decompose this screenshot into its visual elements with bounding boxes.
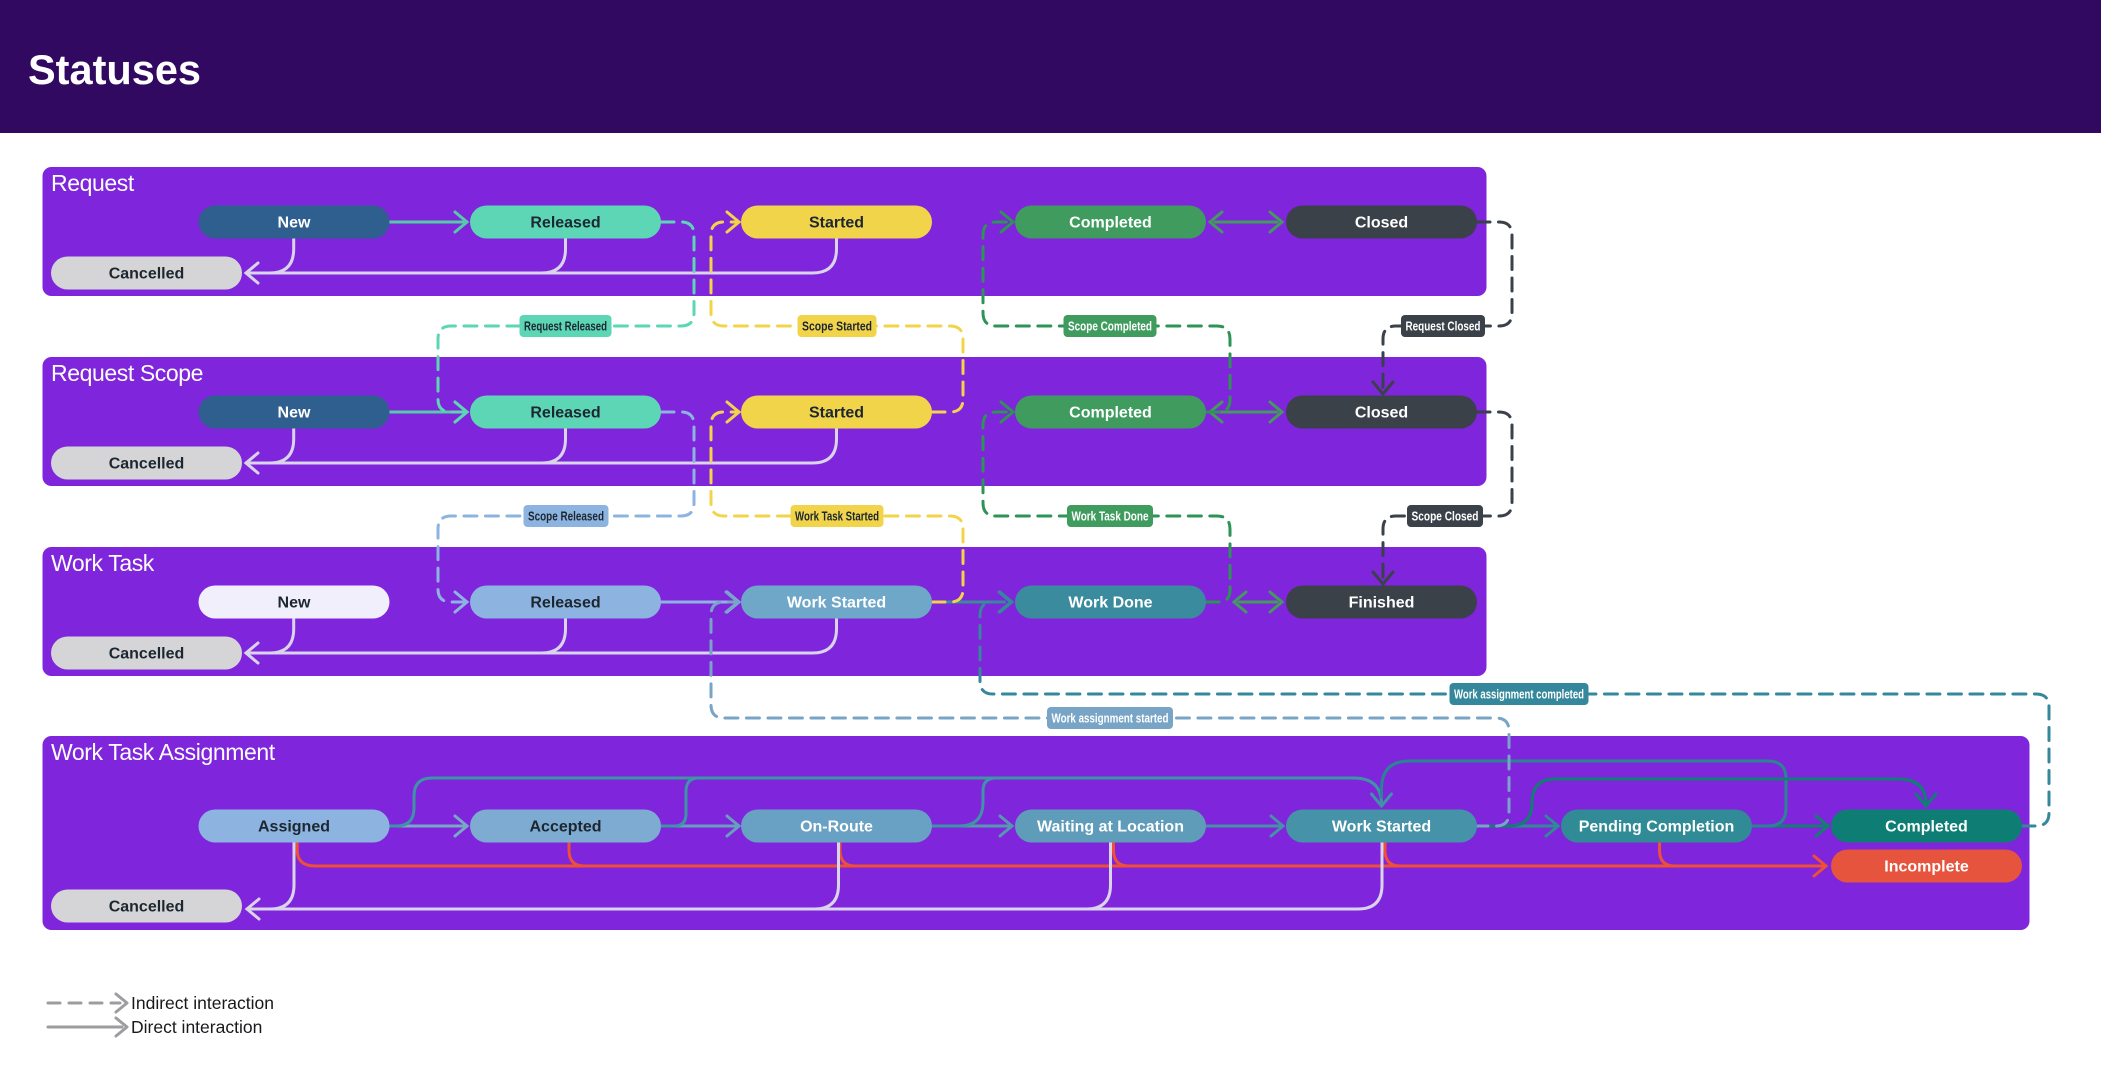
svg-text:Accepted: Accepted [529,819,601,836]
svg-text:New: New [278,595,311,612]
svg-text:Cancelled: Cancelled [109,266,185,283]
svg-text:New: New [278,215,311,232]
svg-text:Completed: Completed [1069,405,1152,422]
svg-text:Completed: Completed [1885,819,1968,836]
svg-text:Statuses: Statuses [28,46,201,93]
svg-text:Request Released: Request Released [524,320,607,334]
svg-text:Work Started: Work Started [1332,819,1431,836]
svg-text:Scope Completed: Scope Completed [1068,320,1152,334]
svg-text:Direct interaction: Direct interaction [131,1017,262,1037]
svg-text:New: New [278,405,311,422]
svg-text:Released: Released [530,215,600,232]
svg-text:Incomplete: Incomplete [1884,859,1969,876]
svg-text:Cancelled: Cancelled [109,456,185,473]
svg-text:Cancelled: Cancelled [109,646,185,663]
svg-text:Scope Started: Scope Started [802,320,872,334]
svg-text:Closed: Closed [1355,405,1408,422]
svg-text:Completed: Completed [1069,215,1152,232]
svg-text:Request Scope: Request Scope [51,360,203,386]
svg-text:Work Done: Work Done [1068,595,1152,612]
svg-text:Scope Released: Scope Released [528,510,604,524]
svg-text:Waiting at Location: Waiting at Location [1037,819,1184,836]
svg-text:Work Started: Work Started [787,595,886,612]
svg-text:Closed: Closed [1355,215,1408,232]
svg-text:Work Task: Work Task [51,550,155,576]
svg-text:Work Task Done: Work Task Done [1072,510,1149,524]
svg-text:Pending Completion: Pending Completion [1579,819,1735,836]
svg-text:Work assignment started: Work assignment started [1052,712,1169,726]
svg-text:Request Closed: Request Closed [1406,320,1481,334]
svg-text:Released: Released [530,595,600,612]
svg-text:Work Task Assignment: Work Task Assignment [51,739,276,765]
svg-text:Scope Closed: Scope Closed [1412,510,1479,524]
svg-text:Started: Started [809,405,864,422]
svg-text:Finished: Finished [1349,595,1415,612]
svg-text:Assigned: Assigned [258,819,330,836]
svg-text:Work Task Started: Work Task Started [795,510,879,524]
svg-text:Started: Started [809,215,864,232]
svg-text:Released: Released [530,405,600,422]
svg-text:Request: Request [51,170,135,196]
svg-text:Cancelled: Cancelled [109,899,185,916]
svg-text:On-Route: On-Route [800,819,873,836]
svg-text:Work assignment completed: Work assignment completed [1454,688,1584,702]
svg-text:Indirect interaction: Indirect interaction [131,993,274,1013]
